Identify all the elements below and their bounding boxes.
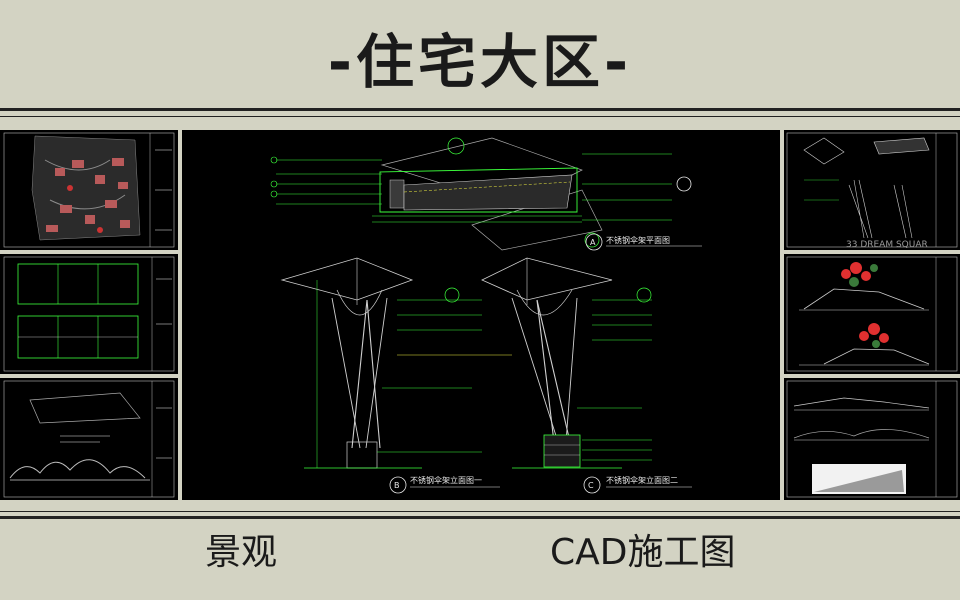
mark-b: B — [394, 481, 400, 490]
label-plan: 不锈钢伞架平面图 — [606, 235, 670, 245]
page-title: -住宅大区- — [327, 28, 633, 96]
divider-top-thin — [0, 116, 960, 117]
divider-bottom-thin — [0, 511, 960, 512]
thumbnail-long-section — [784, 378, 960, 500]
caption-landscape: 景观 — [205, 532, 278, 573]
thumbnail-detail-plan: 33 DREAM SQUAR — [784, 130, 960, 250]
mark-a: A — [590, 238, 596, 247]
label-elevation-two: 不锈钢伞架立面图二 — [606, 475, 678, 485]
thumbnail-section-trees — [0, 378, 178, 500]
mark-c: C — [588, 481, 594, 490]
divider-top-thick — [0, 108, 960, 111]
main-cad-drawing: A 不锈钢伞架平面图 B 不锈钢伞架立面图一 — [182, 130, 780, 500]
watermark-dream-square: 33 DREAM SQUAR — [846, 240, 928, 250]
thumbnail-planting-section — [784, 254, 960, 374]
caption-cad-drawings: CAD施工图 — [550, 532, 736, 573]
divider-bottom-thick — [0, 516, 960, 519]
elevation-two: C 不锈钢伞架立面图二 — [481, 257, 692, 494]
thumbnail-site-plan — [0, 130, 178, 250]
label-elevation-one: 不锈钢伞架立面图一 — [410, 475, 482, 485]
thumbnail-elevation-grid — [0, 254, 178, 374]
plan-view: A 不锈钢伞架平面图 — [270, 137, 702, 251]
elevation-one: B 不锈钢伞架立面图一 — [280, 257, 512, 494]
